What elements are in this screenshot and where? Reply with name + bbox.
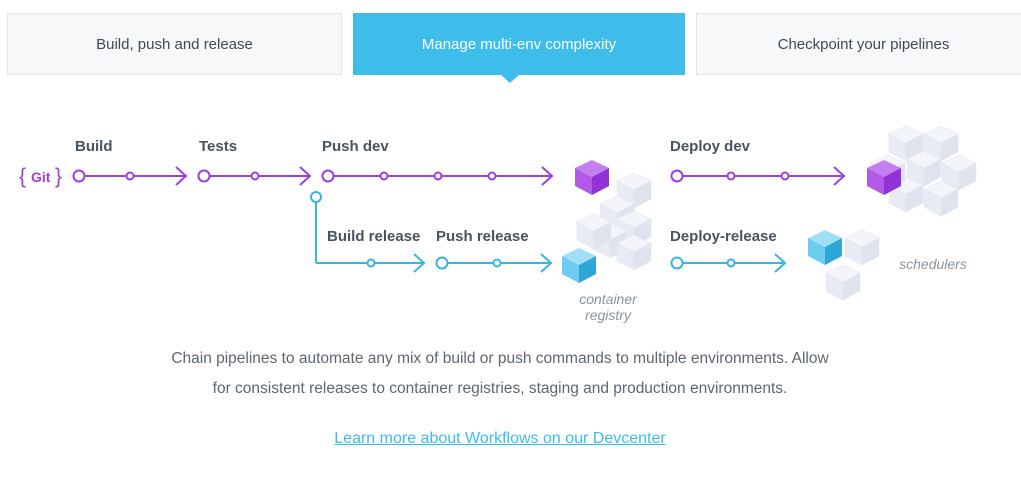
schedulers-cubes (867, 125, 977, 217)
learn-more-link[interactable]: Learn more about Workflows on our Devcen… (334, 430, 666, 447)
tab-checkpoint-pipelines[interactable]: Checkpoint your pipelines (696, 13, 1021, 75)
release-target-cubes (808, 229, 880, 301)
stage-tests-label: Tests (199, 138, 237, 155)
stage-build-label: Build (75, 138, 113, 155)
schedulers-label: schedulers (899, 256, 967, 272)
container-registry-label-line2: registry (585, 307, 632, 323)
description-line-1: Chain pipelines to automate any mix of b… (171, 350, 829, 367)
tab-manage-multi-env[interactable]: Manage multi-env complexity (353, 13, 685, 75)
description-line-2: for consistent releases to container reg… (212, 380, 788, 397)
stage-build-release-label: Build release (327, 228, 420, 245)
tab-label: Manage multi-env complexity (421, 35, 617, 53)
container-registry-label-line1: container (579, 291, 638, 307)
feature-tabs: Build, push and release Manage multi-env… (0, 0, 1021, 90)
learn-more: Learn more about Workflows on our Devcen… (0, 430, 1000, 448)
description: Chain pipelines to automate any mix of b… (100, 344, 900, 404)
workflow-diagram: { Git } Build Tests Push dev Build relea… (19, 125, 977, 323)
container-registry-cubes (562, 160, 652, 283)
stage-push-release-label: Push release (436, 228, 529, 245)
git-brace-close: } (55, 165, 62, 188)
tab-label: Build, push and release (96, 35, 253, 53)
release-pipeline (310, 191, 787, 273)
stage-deploy-release-label: Deploy-release (670, 228, 777, 245)
stage-push-dev-label: Push dev (322, 138, 389, 155)
active-tab-pointer (500, 74, 520, 83)
dev-pipeline (72, 166, 846, 186)
tab-build-push-release[interactable]: Build, push and release (7, 13, 342, 75)
git-label: Git (31, 169, 51, 185)
tab-label: Checkpoint your pipelines (777, 35, 950, 53)
git-brace-open: { (19, 165, 26, 188)
stage-deploy-dev-label: Deploy dev (670, 138, 751, 155)
